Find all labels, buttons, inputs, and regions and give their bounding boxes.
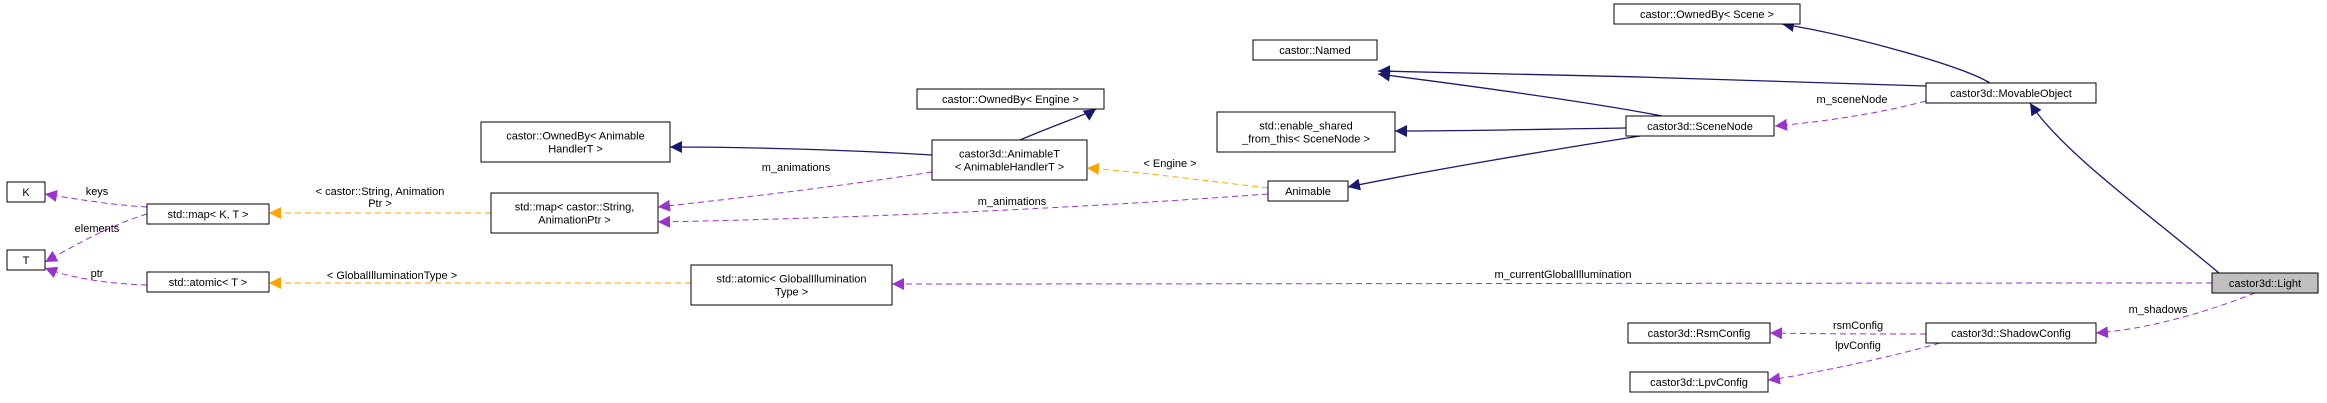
class-node-box: [690, 264, 893, 306]
class-node-lpv-config[interactable]: castor3d::LpvConfig: [1629, 371, 1769, 393]
class-node-label: castor3d::Light: [2229, 278, 2301, 290]
edge-movable-ownedby: [1781, 19, 1991, 84]
class-node-label: castor::OwnedBy< Scene >: [1640, 9, 1774, 21]
class-node-movable-object[interactable]: castor3d::MovableObject: [1925, 82, 2097, 104]
class-node-label: castor3d::ShadowConfig: [1951, 328, 2071, 340]
class-node-ownedby-engine[interactable]: castor::OwnedBy< Engine >: [916, 88, 1105, 110]
edge-label: m_shadows: [2129, 304, 2188, 316]
class-node-label: castor::OwnedBy< Engine >: [942, 94, 1079, 106]
class-node-label: std::enable_shared: [1259, 121, 1353, 133]
edge-animablet-ownedby-engine: [1019, 108, 1097, 141]
class-node-label: std::atomic< GlobalIllumination: [716, 274, 866, 286]
edge-label: elements: [75, 223, 120, 235]
class-node-box: [1627, 322, 1771, 344]
class-node-box: [916, 88, 1105, 110]
class-node-label: std::map< castor::String,: [515, 202, 635, 214]
class-node-label: castor3d::MovableObject: [1950, 88, 2072, 100]
class-node-box: [2211, 272, 2319, 294]
edge-label: m_animations: [978, 196, 1047, 208]
edge-label: < GlobalIlluminationType >: [327, 270, 457, 282]
class-node-label: std::atomic< T >: [169, 277, 247, 289]
class-node-ownedby-anim-handler[interactable]: castor::OwnedBy< AnimableHandlerT >: [480, 121, 671, 163]
class-node-ownedby-scene[interactable]: castor::OwnedBy< Scene >: [1613, 3, 1801, 25]
class-node-label: Animable: [1285, 186, 1331, 198]
edge-atomic-T: [44, 266, 148, 286]
class-node-box: [1629, 371, 1769, 393]
edge-light-shadow: [2095, 292, 2256, 339]
class-node-box: [146, 203, 270, 225]
class-node-box: [1252, 39, 1378, 61]
class-node-named[interactable]: castor::Named: [1252, 39, 1378, 61]
class-node-box: [146, 271, 270, 293]
class-node-box: [1216, 111, 1396, 153]
class-node-box: [6, 181, 46, 203]
class-node-label: K: [22, 187, 30, 199]
class-node-label: Type >: [775, 287, 808, 299]
class-node-label: < AnimableHandlerT >: [955, 162, 1064, 174]
edge-label: m_sceneNode: [1817, 94, 1888, 106]
class-node-label: castor::OwnedBy< Animable: [506, 131, 645, 143]
edge-label: m_animations: [762, 162, 831, 174]
class-node-K[interactable]: K: [6, 181, 46, 203]
edge-shadow-lpv: [1767, 342, 1941, 385]
edges-layer: [44, 19, 2256, 385]
class-node-animable-t[interactable]: castor3d::AnimableT< AnimableHandlerT >: [931, 139, 1088, 181]
class-node-scene-node[interactable]: castor3d::SceneNode: [1625, 115, 1775, 137]
edge-light-movable: [2029, 102, 2220, 274]
edge-label: ptr: [91, 268, 104, 280]
class-node-enable-shared[interactable]: std::enable_shared_from_this< SceneNode …: [1216, 111, 1396, 153]
edge-light-atomicgi: [891, 277, 2213, 290]
edge-label: Ptr >: [368, 198, 392, 210]
class-node-box: [1925, 322, 2097, 344]
class-node-rsm-config[interactable]: castor3d::RsmConfig: [1627, 322, 1771, 344]
class-node-label: HandlerT >: [548, 144, 603, 156]
class-node-light[interactable]: castor3d::Light: [2211, 272, 2319, 294]
class-node-label: castor::Named: [1279, 45, 1351, 57]
class-node-box: [6, 249, 46, 271]
edge-label: keys: [86, 186, 109, 198]
edge-shadow-rsm: [1769, 327, 1927, 340]
class-node-T[interactable]: T: [6, 249, 46, 271]
class-node-box: [1925, 82, 2097, 104]
edge-label: lpvConfig: [1835, 340, 1881, 352]
edge-animable-animablet: [1086, 162, 1269, 189]
edge-labels-layer: m_sceneNode < Engine > m_animations m_anima…: [75, 94, 2188, 352]
class-node-label: T: [23, 255, 30, 267]
edge-animable-map: [657, 193, 1269, 228]
class-node-box: [1613, 3, 1801, 25]
nodes-layer: castor::OwnedBy< Scene >castor::Namedcas…: [6, 3, 2319, 393]
class-node-animable[interactable]: Animable: [1267, 180, 1349, 202]
class-node-label: _from_this< SceneNode >: [1241, 134, 1370, 146]
class-node-box: [931, 139, 1088, 181]
edge-animablet-map: [657, 171, 933, 212]
edge-animablet-ownedby-handler: [669, 141, 933, 156]
class-node-map-string-anim[interactable]: std::map< castor::String,AnimationPtr >: [490, 192, 659, 234]
edge-scenenode-enable: [1394, 124, 1627, 137]
class-node-label: castor3d::RsmConfig: [1648, 328, 1751, 340]
edge-movable-scenenode: [1774, 100, 1927, 131]
class-node-label: castor3d::AnimableT: [959, 149, 1060, 161]
class-node-label: std::map< K, T >: [168, 209, 249, 221]
edge-label: m_currentGlobalIllumination: [1495, 269, 1632, 281]
class-node-box: [490, 192, 659, 234]
class-node-box: [1267, 180, 1349, 202]
edge-scenenode-named: [1377, 69, 1663, 117]
edge-label: rsmConfig: [1833, 320, 1883, 332]
edge-scenenode-animable: [1347, 135, 1641, 191]
class-node-map-kt[interactable]: std::map< K, T >: [146, 203, 270, 225]
class-node-label: AnimationPtr >: [538, 215, 610, 227]
class-node-label: castor3d::SceneNode: [1647, 121, 1753, 133]
class-node-label: castor3d::LpvConfig: [1650, 377, 1748, 389]
edge-label: < Engine >: [1143, 158, 1196, 170]
edge-map-T: [44, 213, 148, 263]
class-node-atomic-gi[interactable]: std::atomic< GlobalIlluminationType >: [690, 264, 893, 306]
edge-movable-named: [1377, 65, 1927, 87]
class-node-box: [1625, 115, 1775, 137]
class-node-shadow-config[interactable]: castor3d::ShadowConfig: [1925, 322, 2097, 344]
class-node-atomic-t[interactable]: std::atomic< T >: [146, 271, 270, 293]
edge-label: < castor::String, Animation: [316, 186, 445, 198]
class-node-box: [480, 121, 671, 163]
edge-map-K: [44, 189, 148, 208]
